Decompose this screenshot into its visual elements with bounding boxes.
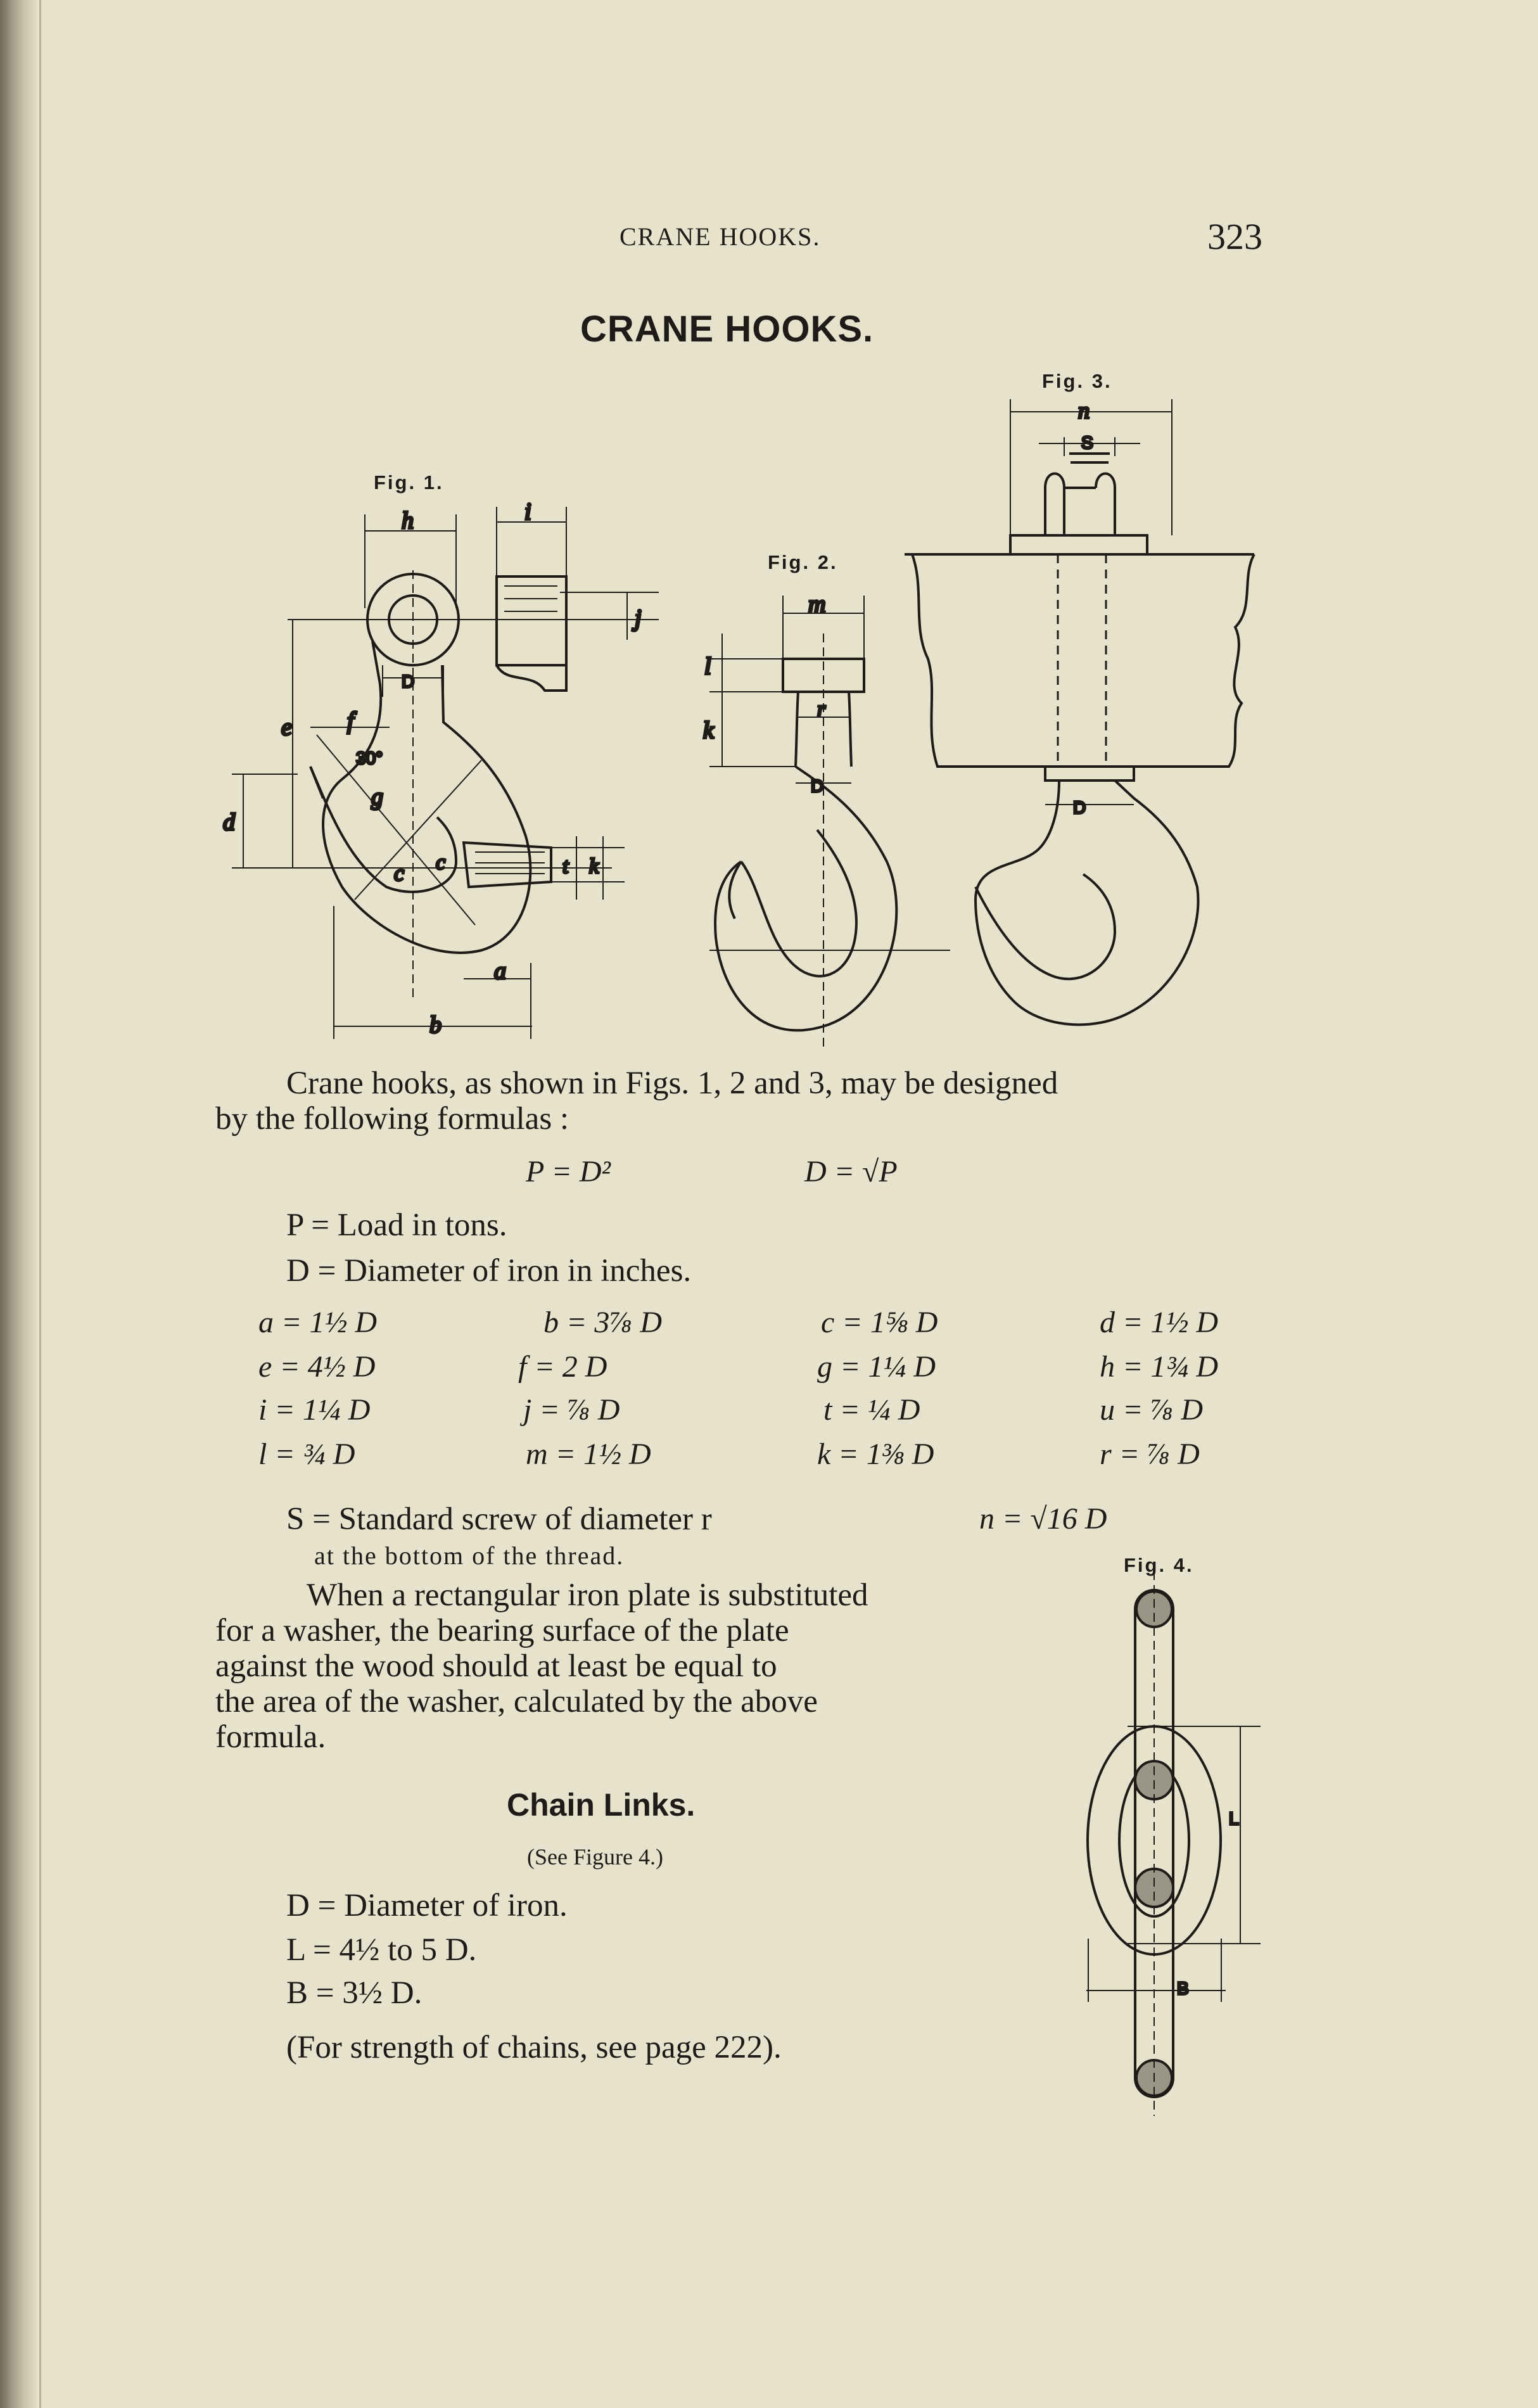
table-cell: d = 1½ D xyxy=(1100,1306,1219,1339)
svg-text:i: i xyxy=(524,499,531,525)
washer-line-2: for a washer, the bearing surface of the… xyxy=(215,1613,789,1648)
svg-text:n: n xyxy=(1078,398,1090,423)
table-cell: g = 1¼ D xyxy=(817,1350,936,1384)
svg-text:b: b xyxy=(429,1012,442,1038)
table-cell: r = ⅞ D xyxy=(1100,1437,1200,1471)
page-title: CRANE HOOKS. xyxy=(580,309,874,350)
fig2-label: Fig. 2. xyxy=(768,551,838,573)
table-cell: f = 2 D xyxy=(518,1350,607,1384)
fig2-crane-hook-drawing: m l r k D xyxy=(702,590,950,1052)
washer-line-5: formula. xyxy=(215,1719,326,1755)
fig4-label: Fig. 4. xyxy=(1124,1554,1194,1576)
table-cell: u = ⅞ D xyxy=(1100,1393,1204,1427)
washer-line-3: against the wood should at least be equa… xyxy=(215,1648,777,1684)
fig3-label: Fig. 3. xyxy=(1042,370,1112,392)
svg-text:h: h xyxy=(402,507,414,534)
washer-line-1: When a rectangular iron plate is substit… xyxy=(307,1577,868,1613)
chain-strength-note: (For strength of chains, see page 222). xyxy=(286,2030,782,2065)
binding-gutter-line xyxy=(39,0,41,2408)
running-header: CRANE HOOKS. xyxy=(620,222,821,251)
formula-n: n = √16 D xyxy=(979,1502,1107,1536)
table-cell: k = 1⅜ D xyxy=(817,1437,934,1471)
intro-line-2: by the following formulas : xyxy=(215,1101,569,1137)
svg-text:d: d xyxy=(223,809,236,836)
svg-text:c: c xyxy=(394,860,404,886)
svg-text:e: e xyxy=(281,714,292,741)
page-number: 323 xyxy=(1207,216,1262,257)
chain-definition-d: D = Diameter of iron. xyxy=(286,1888,568,1923)
svg-text:S: S xyxy=(1081,433,1093,452)
fig1-label: Fig. 1. xyxy=(374,471,444,494)
svg-text:D: D xyxy=(811,776,823,796)
svg-text:B: B xyxy=(1177,1978,1189,1998)
table-cell: t = ¼ D xyxy=(823,1393,920,1427)
formula-diameter: D = √P xyxy=(804,1155,898,1188)
chain-links-heading: Chain Links. xyxy=(507,1787,696,1823)
formula-load: P = D² xyxy=(526,1155,611,1188)
definition-d: D = Diameter of iron in inches. xyxy=(286,1253,692,1289)
svg-text:a: a xyxy=(494,958,506,984)
table-cell: i = 1¼ D xyxy=(258,1393,371,1427)
table-cell: e = 4½ D xyxy=(258,1350,376,1384)
svg-text:c: c xyxy=(436,851,445,874)
screw-line-2: at the bottom of the thread. xyxy=(314,1541,625,1570)
table-cell: c = 1⅝ D xyxy=(821,1306,938,1339)
table-cell: j = ⅞ D xyxy=(523,1393,620,1427)
table-cell: l = ¾ D xyxy=(258,1437,355,1471)
svg-text:k: k xyxy=(589,855,599,878)
table-cell: b = 3⅞ D xyxy=(543,1306,663,1339)
svg-text:r: r xyxy=(817,698,826,721)
fig3-crane-hook-drawing: n S D xyxy=(905,397,1255,1026)
table-cell: m = 1½ D xyxy=(526,1437,651,1471)
intro-line-1: Crane hooks, as shown in Figs. 1, 2 and … xyxy=(286,1066,1058,1101)
svg-text:t: t xyxy=(562,855,569,878)
svg-text:m: m xyxy=(808,591,825,618)
svg-text:k: k xyxy=(703,717,715,744)
fig4-chain-link-drawing: L B xyxy=(1086,1571,1261,2116)
screw-line-1: S = Standard screw of diameter r xyxy=(286,1501,712,1537)
svg-text:L: L xyxy=(1229,1809,1239,1828)
fig1-crane-hook-drawing: h i j D e f 30° g d c c t k a b xyxy=(222,497,659,1040)
svg-text:g: g xyxy=(371,784,383,810)
chain-definition-b: B = 3½ D. xyxy=(286,1975,423,2011)
svg-text:f: f xyxy=(347,708,357,734)
chain-definition-l: L = 4½ to 5 D. xyxy=(286,1932,477,1968)
svg-text:j: j xyxy=(632,605,642,632)
chain-links-see-figure: (See Figure 4.) xyxy=(527,1844,663,1870)
table-cell: h = 1¾ D xyxy=(1100,1350,1219,1384)
svg-text:l: l xyxy=(704,653,711,680)
table-cell: a = 1½ D xyxy=(258,1306,378,1339)
book-binding-edge xyxy=(0,0,37,2408)
svg-text:30°: 30° xyxy=(356,748,383,768)
svg-text:D: D xyxy=(402,672,414,691)
definition-p: P = Load in tons. xyxy=(286,1207,507,1243)
washer-line-4: the area of the washer, calculated by th… xyxy=(215,1684,818,1719)
svg-text:D: D xyxy=(1073,798,1086,817)
